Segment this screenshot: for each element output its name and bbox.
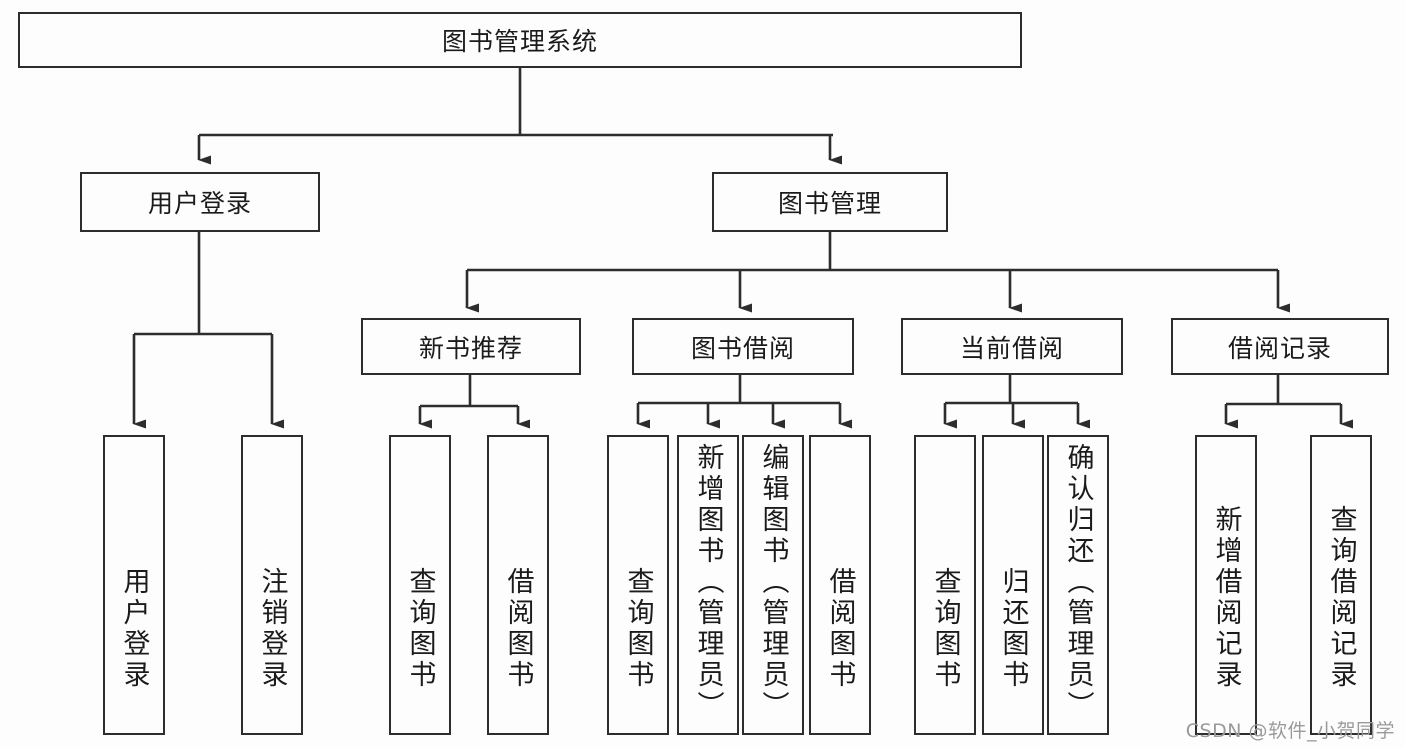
leaf-query-book-current[interactable]: 查询图书 (914, 435, 976, 735)
leaf-add-book-admin[interactable]: 新增图书（管理员） (677, 435, 739, 735)
leaf-query-book-borrow[interactable]: 查询图书 (607, 435, 669, 735)
node-label: 借阅图书 (824, 567, 856, 691)
node-label: 新增借阅记录 (1210, 505, 1242, 691)
leaf-return-book[interactable]: 归还图书 (982, 435, 1044, 735)
node-label: 注销登录 (256, 567, 288, 691)
leaf-query-borrow-record[interactable]: 查询借阅记录 (1310, 435, 1372, 735)
node-label: 编辑图书（管理员） (757, 443, 789, 722)
node-label: 图书借阅 (690, 333, 795, 363)
leaf-edit-book-admin[interactable]: 编辑图书（管理员） (742, 435, 804, 735)
node-label: 图书管理系统 (441, 27, 598, 56)
leaf-query-book-recommend[interactable]: 查询图书 (389, 435, 451, 735)
leaf-logout[interactable]: 注销登录 (241, 435, 303, 735)
leaf-borrow-book[interactable]: 借阅图书 (809, 435, 871, 735)
node-label: 当前借阅 (959, 333, 1064, 363)
node-root-system[interactable]: 图书管理系统 (18, 12, 1022, 68)
node-label: 用户登录 (118, 567, 150, 691)
leaf-user-login[interactable]: 用户登录 (103, 435, 165, 735)
node-label: 查询图书 (404, 567, 436, 691)
leaf-borrow-book-recommend[interactable]: 借阅图书 (487, 435, 549, 735)
node-label: 图书管理 (777, 189, 882, 218)
node-label: 确认归还（管理员） (1062, 443, 1094, 722)
node-user-login[interactable]: 用户登录 (80, 172, 320, 232)
leaf-add-borrow-record[interactable]: 新增借阅记录 (1195, 435, 1257, 735)
node-current-borrow[interactable]: 当前借阅 (901, 318, 1123, 375)
node-book-borrow[interactable]: 图书借阅 (632, 318, 854, 375)
node-label: 查询借阅记录 (1325, 505, 1357, 691)
node-label: 新增图书（管理员） (692, 443, 724, 722)
node-label: 归还图书 (997, 567, 1029, 691)
watermark-text: CSDN @软件_小贺同学 (1185, 720, 1395, 742)
node-label: 用户登录 (147, 189, 252, 218)
node-label: 借阅记录 (1227, 333, 1332, 363)
node-label: 查询图书 (929, 567, 961, 691)
node-book-manage[interactable]: 图书管理 (712, 172, 948, 232)
node-label: 查询图书 (622, 567, 654, 691)
node-label: 借阅图书 (502, 567, 534, 691)
node-label: 新书推荐 (418, 333, 523, 363)
leaf-confirm-return-admin[interactable]: 确认归还（管理员） (1047, 435, 1109, 735)
node-borrow-record[interactable]: 借阅记录 (1171, 318, 1389, 375)
node-new-book-recommend[interactable]: 新书推荐 (361, 318, 581, 375)
